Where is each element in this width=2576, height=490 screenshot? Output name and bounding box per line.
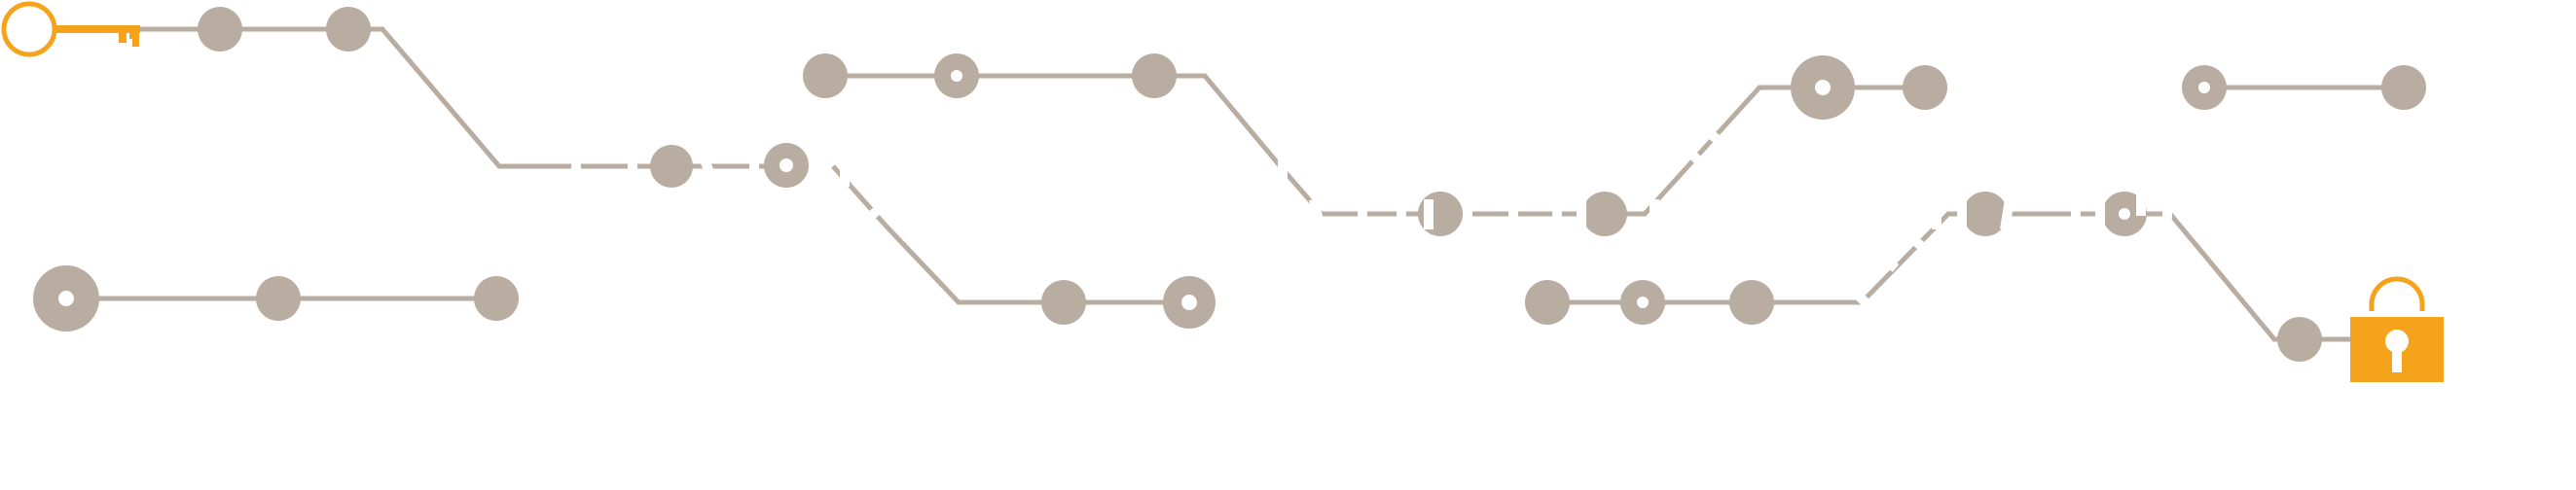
key-bow (1, 1, 57, 57)
knockout-gap (2000, 198, 2014, 230)
circuit-node (1963, 192, 2008, 236)
key-tooth (119, 25, 127, 43)
node-hole (58, 291, 74, 306)
keyhole (2385, 330, 2409, 353)
circuit-node (1132, 53, 1177, 98)
knockout-gap (1904, 229, 1926, 251)
node-hole (1637, 297, 1649, 308)
circuit-node (1729, 280, 1774, 325)
key-icon (1, 1, 140, 57)
node-hole (951, 70, 962, 82)
circuit-node (256, 276, 301, 321)
circuit-node (474, 276, 519, 321)
circuit-node-holes (58, 70, 2210, 310)
circuit-trace-lower-right (1547, 211, 2365, 342)
circuit-node (2277, 317, 2322, 362)
circuit-node (650, 145, 693, 188)
circuit-nodes (33, 7, 2426, 362)
knockout-gap (1689, 152, 1707, 169)
circuit-node (198, 7, 242, 52)
circuit-trace-center-lower (831, 164, 1192, 305)
circuit-node (2381, 65, 2426, 110)
circuit-node (803, 53, 848, 98)
knockout-gap (806, 146, 825, 189)
knockout-gap (1879, 254, 1900, 272)
circuit-trace-top-left (54, 26, 808, 169)
circuit-node (1041, 280, 1086, 325)
knockout-gap (1309, 197, 1325, 231)
node-hole (780, 158, 793, 172)
node-hole (2198, 82, 2210, 93)
knockout-gaps (571, 130, 2173, 307)
knockout-gap (867, 195, 894, 220)
key-shaft (53, 25, 140, 33)
key-tooth (132, 25, 139, 47)
node-hole (1181, 295, 1197, 310)
circuit-trace-center-upper (822, 73, 1285, 171)
circuit-node (1525, 280, 1570, 325)
circuit-node (326, 7, 371, 52)
node-hole (1815, 80, 1831, 95)
circuit-node (1903, 65, 1947, 110)
keyhole-slot (2392, 346, 2402, 372)
circuit-lines (54, 26, 2404, 342)
knockout-gap (2161, 198, 2173, 230)
knockout-gap (1845, 283, 1870, 307)
knockout-gap (1707, 130, 1726, 148)
circuit-node (1582, 192, 1627, 236)
padlock-icon (2350, 276, 2444, 382)
node-hole (2119, 208, 2130, 220)
knockout-gap (694, 144, 720, 189)
padlock-shackle (2369, 276, 2425, 311)
